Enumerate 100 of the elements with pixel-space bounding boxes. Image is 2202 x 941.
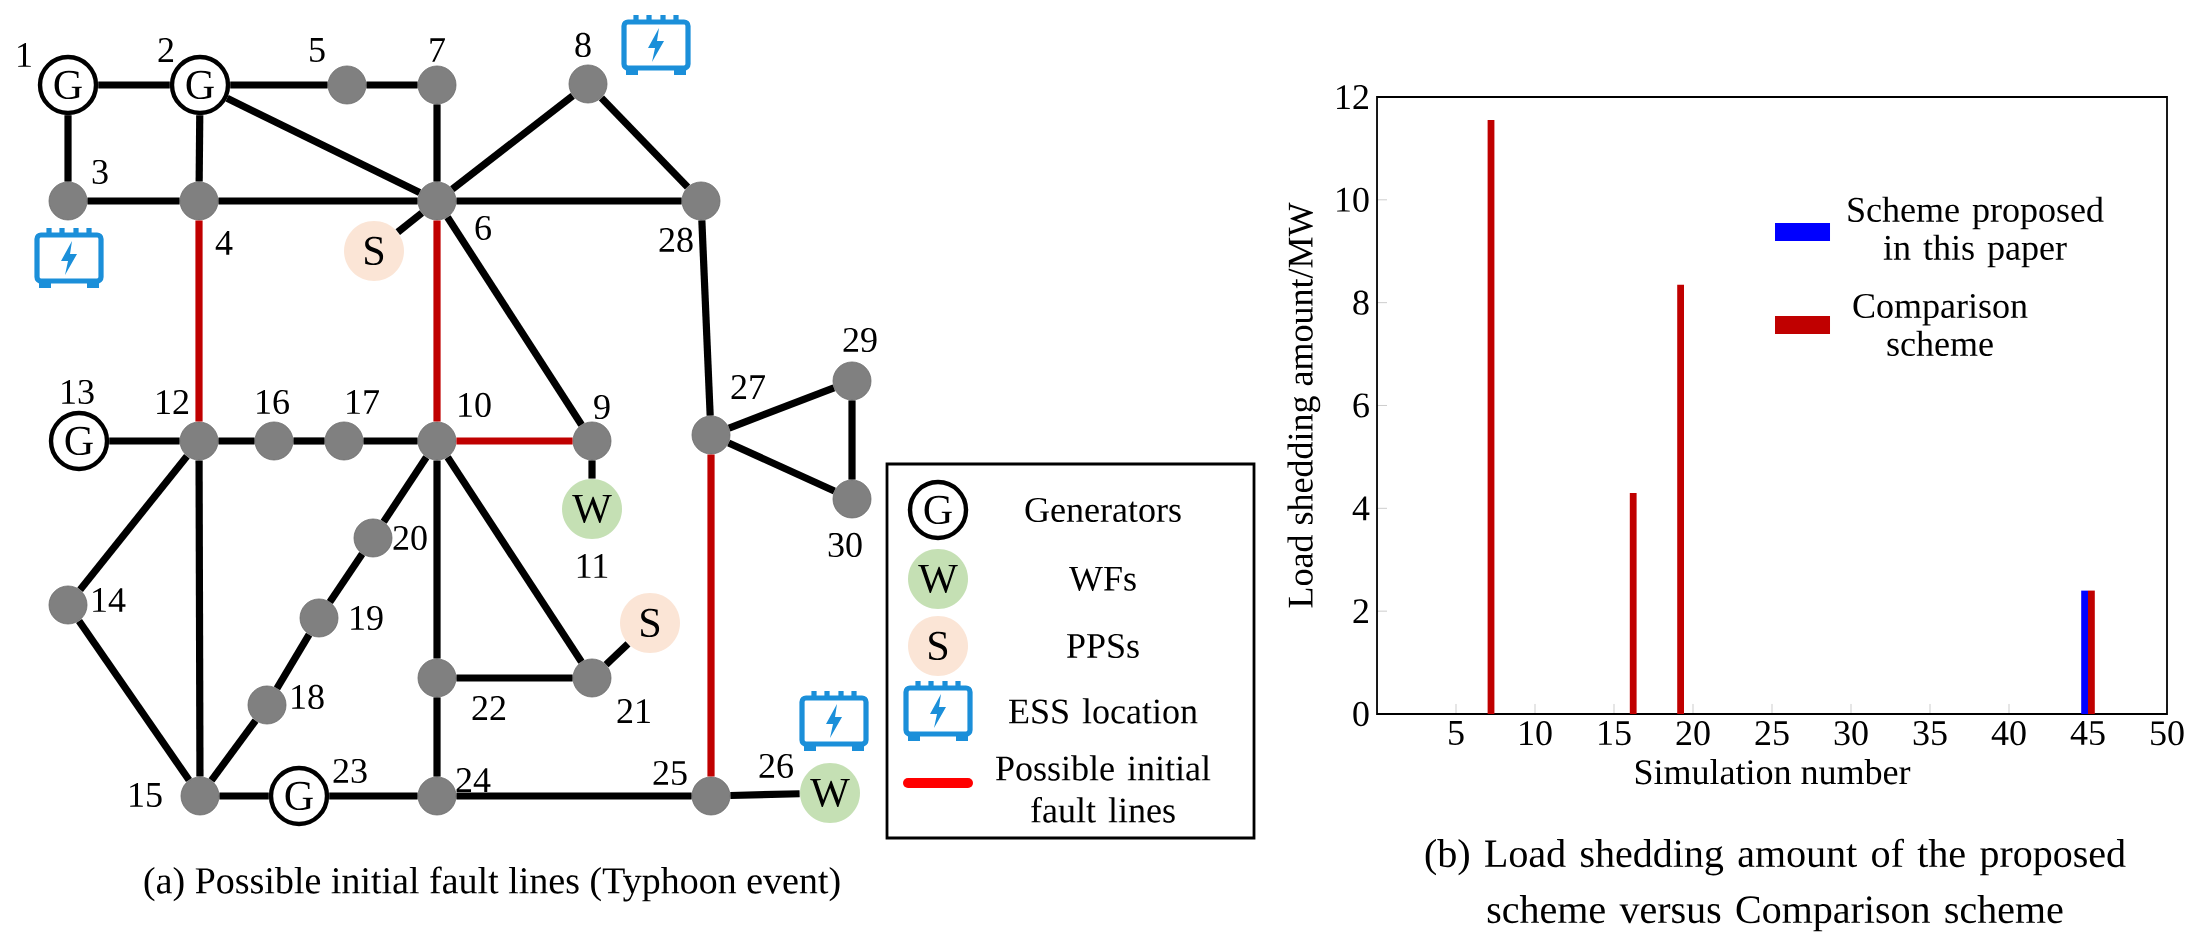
y-axis-title: Load shedding amount/MW xyxy=(1287,202,1321,608)
bus-node xyxy=(681,181,721,221)
line xyxy=(727,384,836,432)
generator-node: G xyxy=(268,765,330,827)
bus-number: 19 xyxy=(351,605,383,631)
bus-number: 28 xyxy=(659,227,693,253)
legend-label: Comparison scheme xyxy=(1853,293,2028,357)
x-tick-label: 5 xyxy=(1449,721,1464,745)
bus-number: 7 xyxy=(430,38,445,62)
bus-number: 22 xyxy=(472,696,506,720)
line xyxy=(77,453,190,593)
caption: (a) Possible initial fault lines (Typhoon event) xyxy=(144,866,840,902)
x-tick-label: 50 xyxy=(2151,721,2184,746)
bus-node xyxy=(179,181,219,221)
generator-node: G xyxy=(48,410,110,472)
bus-number: 8 xyxy=(575,32,591,58)
x-tick-label: 45 xyxy=(2070,721,2105,746)
bus-node xyxy=(180,776,220,816)
bus-node xyxy=(572,421,612,461)
line xyxy=(444,215,585,427)
line xyxy=(225,95,422,196)
bus-node xyxy=(48,585,88,625)
bus-number: 9 xyxy=(594,394,610,420)
legend-label: Scheme proposed in this paper xyxy=(1848,196,2104,268)
line xyxy=(727,439,836,495)
legend-label: Generators xyxy=(1025,497,1181,523)
bus-node xyxy=(179,421,219,461)
bus-node xyxy=(568,64,608,104)
bus-number: 26 xyxy=(759,753,793,779)
bus-node xyxy=(324,421,364,461)
bus-number: 15 xyxy=(130,782,162,808)
generator-node: G xyxy=(37,54,99,116)
bus-node xyxy=(299,598,339,638)
caption: (b) Load shedding amount of the proposed scheme versus Comparison scheme xyxy=(1425,838,2126,932)
bus-number: 18 xyxy=(292,684,324,710)
x-tick-label: 30 xyxy=(1834,721,1868,746)
bus-number: 1 xyxy=(18,43,31,67)
bus-number: 17 xyxy=(347,390,379,414)
legend-label: PPSs xyxy=(1067,633,1139,659)
bus-number: 24 xyxy=(456,768,491,792)
bus-node xyxy=(417,181,457,221)
bus-node xyxy=(247,685,287,725)
x-tick-label: 35 xyxy=(1913,721,1947,746)
line xyxy=(380,455,430,524)
x-tick-label: 20 xyxy=(1676,721,1710,746)
line xyxy=(450,93,575,192)
bus-number: 6 xyxy=(475,215,491,241)
bus-number: 11 xyxy=(577,554,608,578)
bus-number: 25 xyxy=(653,760,687,786)
y-tick-label: 12 xyxy=(1337,85,1368,109)
x-tick-label: 40 xyxy=(1991,721,2026,746)
line xyxy=(444,455,585,664)
line xyxy=(326,552,366,604)
pps-node: S xyxy=(344,221,404,281)
bus-number: 21 xyxy=(617,699,650,723)
bus-number: 14 xyxy=(93,588,126,612)
line xyxy=(76,618,192,783)
x-tick-label: 10 xyxy=(1520,721,1552,746)
bus-node xyxy=(417,658,457,698)
y-tick-label: 8 xyxy=(1353,290,1369,315)
bus-number: 16 xyxy=(257,389,289,415)
x-axis-title: Simulation number xyxy=(1635,759,1911,785)
line xyxy=(603,641,631,668)
bar xyxy=(2081,590,2088,714)
bus-number: 29 xyxy=(843,327,877,353)
bus-number: 10 xyxy=(459,392,491,418)
bus-node xyxy=(48,181,88,221)
line xyxy=(598,95,691,190)
bar xyxy=(1677,284,1685,714)
bus-number: 30 xyxy=(828,532,862,558)
wind-farm-node: W xyxy=(562,479,622,539)
x-tick-label: 15 xyxy=(1599,721,1631,746)
bus-node xyxy=(572,658,612,698)
y-tick-label: 2 xyxy=(1353,599,1368,624)
bus-number: 23 xyxy=(333,758,367,784)
bus-node xyxy=(417,776,457,816)
bus-node xyxy=(353,518,393,558)
y-tick-label: 6 xyxy=(1353,393,1369,418)
bus-node xyxy=(327,65,367,105)
y-tick-label: 10 xyxy=(1337,187,1369,212)
line xyxy=(273,632,313,691)
bus-node xyxy=(832,361,872,401)
legend-label: WFs xyxy=(1069,566,1136,592)
pps-node: S xyxy=(620,593,680,653)
line xyxy=(208,718,259,783)
legend-label: Possible initial fault lines xyxy=(996,755,1211,823)
bar xyxy=(1629,492,1637,714)
legend-label: ESS location xyxy=(1009,698,1198,724)
bus-number: 12 xyxy=(157,390,189,414)
bus-number: 5 xyxy=(310,38,325,62)
bus-node xyxy=(417,65,457,105)
bus-number: 27 xyxy=(731,375,765,399)
bus-node xyxy=(254,421,294,461)
bus-node xyxy=(417,421,457,461)
bus-number: 3 xyxy=(92,159,108,185)
bus-node xyxy=(691,415,731,455)
bus-node xyxy=(691,776,731,816)
y-tick-label: 4 xyxy=(1352,496,1370,521)
wind-farm-node: W xyxy=(800,763,860,823)
x-tick-label: 25 xyxy=(1755,721,1789,746)
